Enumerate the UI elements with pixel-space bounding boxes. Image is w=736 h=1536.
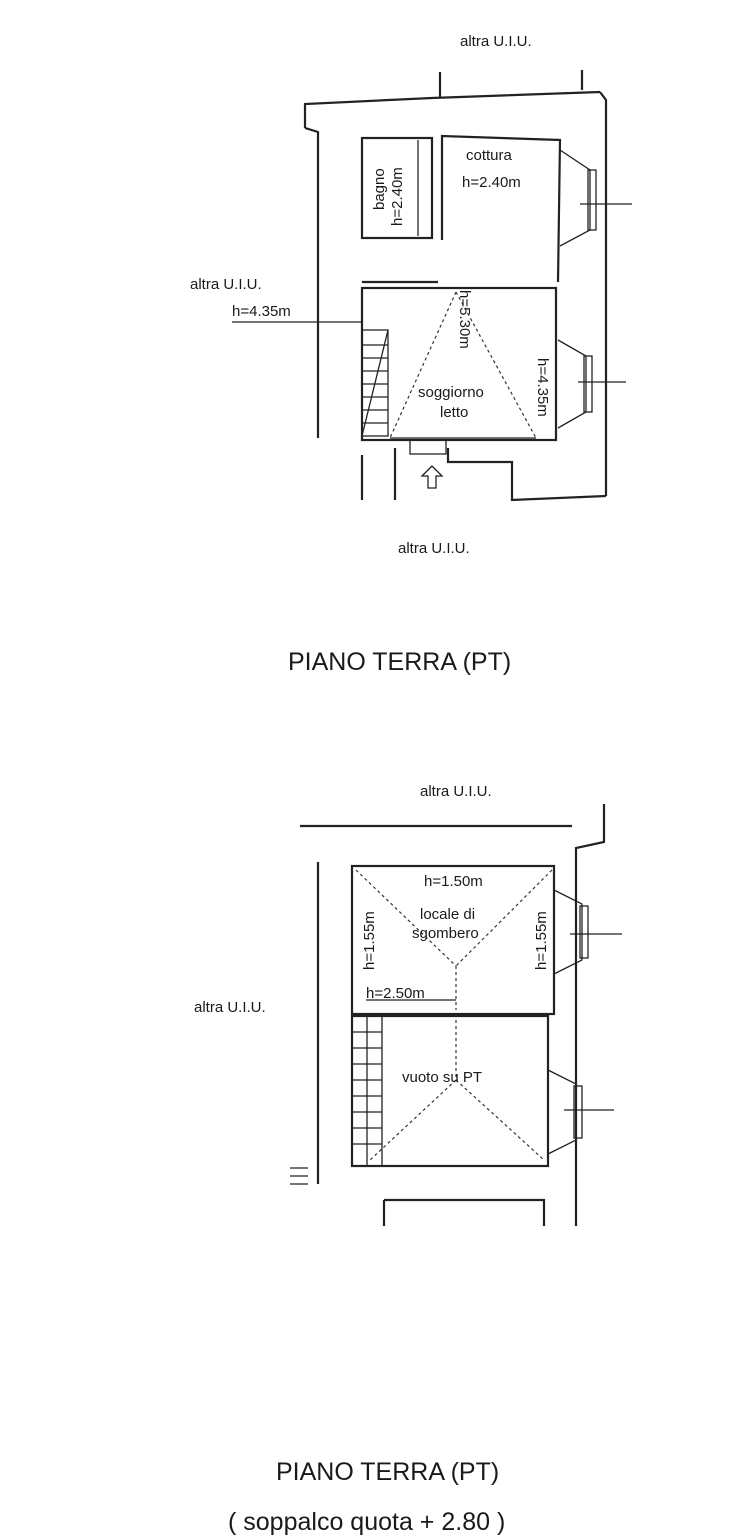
storage-top-height-label: h=1.50m [424,873,483,890]
entrance-arrow-icon [409,439,447,489]
floor-height-label: h=2.50m [366,985,425,1002]
kitchen-window-icon [559,149,632,247]
void-diagonals [369,1020,545,1161]
bagno-room [360,136,434,240]
storage-room [350,864,556,1016]
bagno-label: bagno [371,168,388,210]
ground-floor-plan: altra U.I.U. altra U.I.U. altra U.I.U. h… [190,33,632,676]
bottom-wall-b [446,448,607,502]
mezz-stair [351,1015,383,1167]
storage-window-icon [553,889,622,975]
cottura-label: cottura [466,147,513,164]
cottura-height-label: h=2.40m [462,174,521,191]
ground-stair [361,329,389,437]
cottura-room [440,134,562,283]
bagno-height-label: h=2.40m [389,167,406,226]
left-wall [304,126,320,438]
mezz-left-fixture [290,1167,308,1185]
neighbor-label-top: altra U.I.U. [460,33,532,50]
top-wall [303,90,601,128]
ground-floor-title: PIANO TERRA (PT) [288,648,511,676]
mezzanine-plan: altra U.I.U. altra U.I.U. h=1.50m h=1.55… [194,783,622,1536]
mezzanine-subtitle: ( soppalco quota + 2.80 ) [228,1508,505,1536]
mezzanine-title: PIANO TERRA (PT) [276,1458,499,1486]
void-label: vuoto su PT [402,1069,482,1086]
storage-label-line2: sgombero [412,925,479,942]
storage-ceiling-lines [355,869,553,1010]
neighbor-label-left: altra U.I.U. [190,276,262,293]
letto-label: letto [440,404,468,421]
neighbor-label-bottom: altra U.I.U. [398,540,470,557]
mezz-right-wall [574,804,606,1226]
storage-right-height-label: h=1.55m [533,911,550,970]
mezz-neighbor-label-top: altra U.I.U. [420,783,492,800]
void-window-icon [547,1069,614,1155]
mezz-neighbor-label-left: altra U.I.U. [194,999,266,1016]
right-wall [599,91,608,496]
left-height-label: h=4.35m [232,303,291,320]
storage-left-height-label: h=1.55m [361,911,378,970]
center-height-label: h=5.30m [456,290,473,349]
right-height-label: h=4.35m [534,358,551,417]
mezz-bottom-wall [384,1198,546,1226]
living-window-icon [557,339,626,429]
soggiorno-label: soggiorno [418,384,484,401]
soggiorno-ceiling-lines [389,291,537,439]
storage-label-line1: locale di [420,906,475,923]
